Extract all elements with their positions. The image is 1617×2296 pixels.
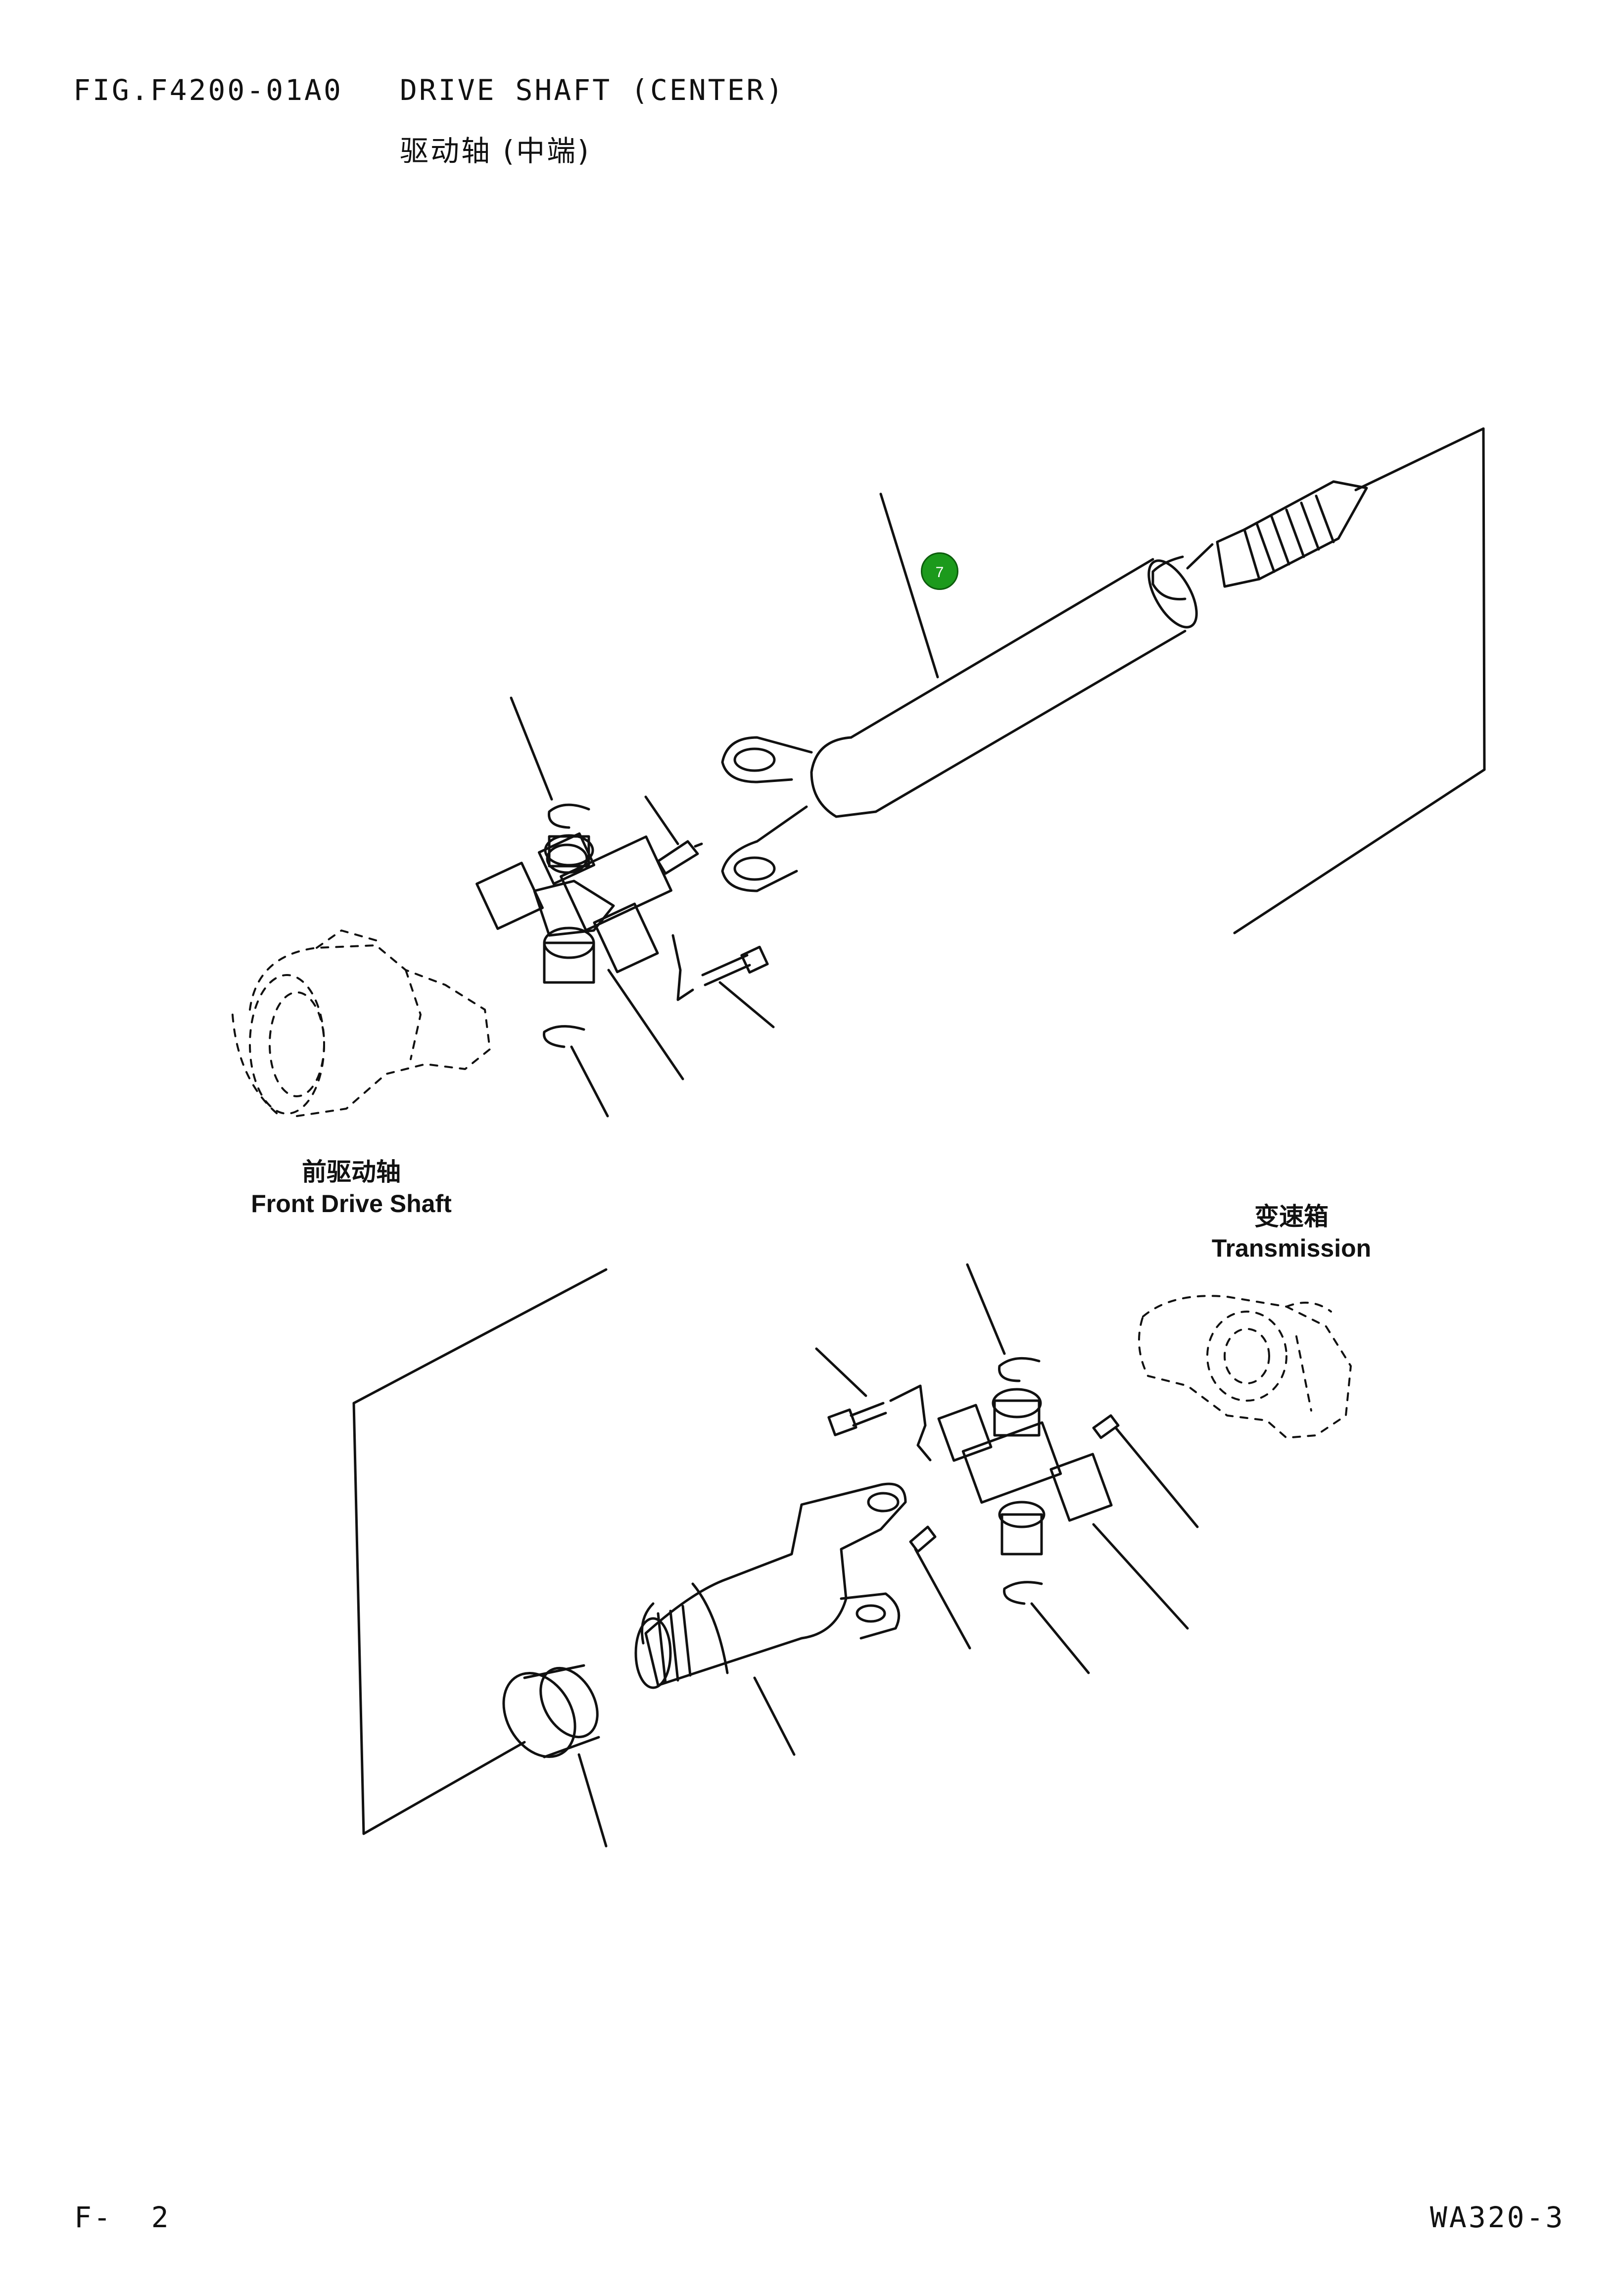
- grease-fitting-icon: [1092, 1414, 1199, 1528]
- snap-ring-icon: [510, 696, 590, 829]
- transmission-housing-icon: [1138, 1295, 1352, 1439]
- cap-nut-icon: [502, 1664, 608, 1848]
- model-code: WA320-3: [1430, 2200, 1565, 2234]
- label-transmission: 变速箱 Transmission: [1188, 1201, 1395, 1264]
- label-trans-en: Transmission: [1211, 1234, 1372, 1262]
- bolt-icon: [671, 934, 775, 1028]
- snap-ring-icon: [543, 1025, 609, 1118]
- label-front-cn: 前驱动轴: [302, 1158, 401, 1186]
- figure-title-cn: 驱动轴 (中端): [400, 134, 591, 168]
- label-trans-cn: 变速箱: [1254, 1203, 1329, 1230]
- grease-fitting-icon: [909, 1525, 971, 1650]
- front-axle-housing-icon: [232, 929, 491, 1117]
- label-front-en: Front Drive Shaft: [251, 1190, 452, 1218]
- drive-shaft-icon: [721, 480, 1368, 892]
- leader-shaft: [879, 492, 939, 679]
- figure-code: FIG.F4200-01A0: [73, 73, 343, 107]
- grease-fitting-icon: [644, 795, 703, 875]
- snap-ring-icon: [966, 1263, 1041, 1382]
- upper-frame: [1233, 427, 1486, 934]
- snap-ring-icon: [1003, 1581, 1090, 1674]
- page-number: F- 2: [74, 2200, 171, 2234]
- universal-joint-icon: [937, 1388, 1189, 1630]
- lower-frame: [352, 1268, 608, 1835]
- figure-title-en: DRIVE SHAFT (CENTER): [400, 73, 785, 107]
- callout-number-7[interactable]: 7: [921, 552, 958, 590]
- spline-sleeve-icon: [634, 1482, 907, 1756]
- bolt-icon: [815, 1347, 932, 1462]
- label-front-drive-shaft: 前驱动轴 Front Drive Shaft: [233, 1156, 470, 1220]
- universal-joint-icon: [476, 832, 684, 1080]
